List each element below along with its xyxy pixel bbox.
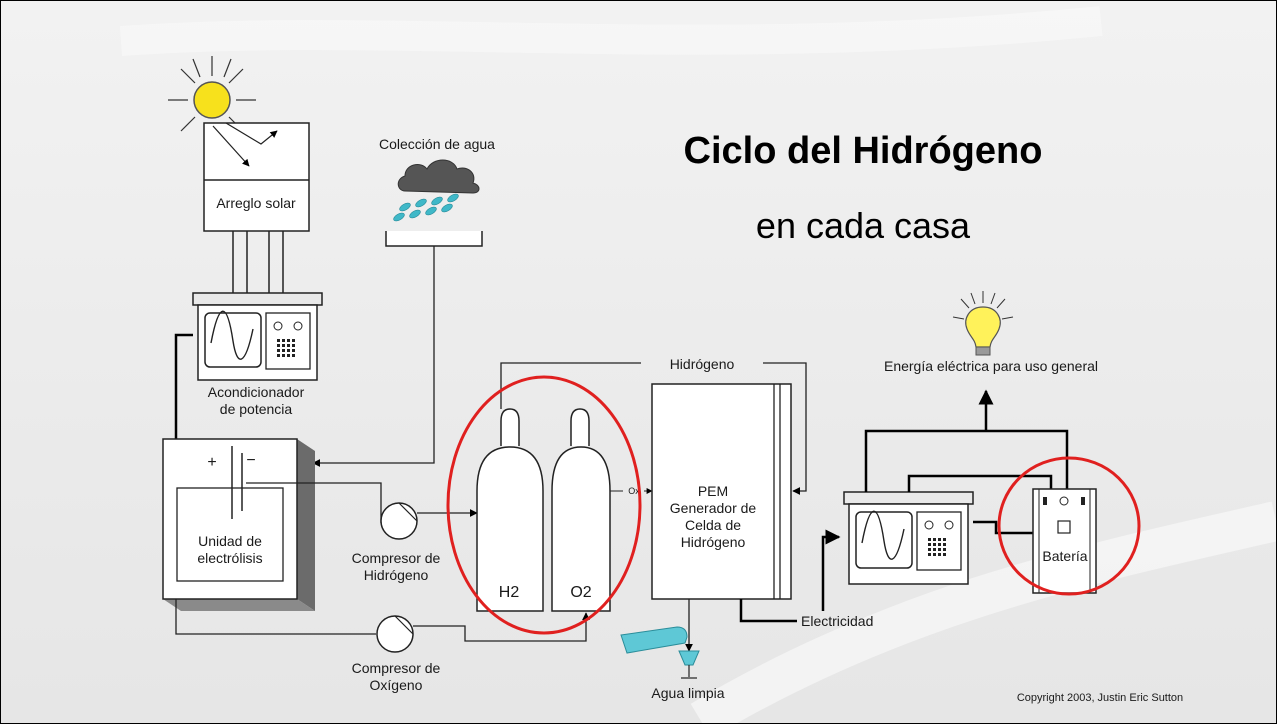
- water-jug-icon: [620, 626, 700, 679]
- electricity-label: Electricidad: [801, 613, 873, 629]
- hydrogen-compressor-label-line2: Hidrógeno: [364, 567, 429, 583]
- solar-array: Arreglo solar: [203, 122, 310, 232]
- highlight-circle-battery: [997, 456, 1141, 596]
- h2-tank-label: H2: [499, 584, 520, 601]
- pem-fuel-cell: PEM Generador de Celda de Hidrógeno: [651, 383, 792, 600]
- rain-cloud-icon: [393, 159, 480, 222]
- hydrogen-compressor: Compresor de Hidrógeno: [352, 502, 441, 583]
- electrolysis-minus: −: [246, 452, 255, 469]
- oxygen-compressor-label-line2: Oxígeno: [370, 677, 423, 693]
- ox-label: Ox: [628, 486, 640, 496]
- light-bulb-icon: [952, 291, 1014, 356]
- solar-array-label: Arreglo solar: [216, 195, 296, 211]
- clean-water-label: Agua limpia: [651, 685, 724, 701]
- power-conditioner-label-line1: Acondicionador: [208, 384, 305, 400]
- slide-title: Ciclo del Hidrógeno: [684, 130, 1043, 172]
- hydrogen-compressor-label-line1: Compresor de: [352, 550, 441, 566]
- h2-tank: H2: [476, 408, 544, 612]
- general-use-label: Energía eléctrica para uso general: [884, 358, 1098, 374]
- power-conditioner-label-line2: de potencia: [220, 401, 293, 417]
- oscilloscope-icon: [855, 510, 913, 569]
- pem-label-line2: Generador de: [670, 500, 757, 516]
- o2-tank-label: O2: [570, 584, 591, 601]
- battery: Batería: [1032, 488, 1097, 594]
- hydrogen-line-label: Hidrógeno: [670, 356, 735, 372]
- oscilloscope-icon: [204, 310, 262, 368]
- pem-label-line4: Hidrógeno: [681, 534, 746, 550]
- oxygen-compressor-label-line1: Compresor de: [352, 660, 441, 676]
- water-collection-label: Colección de agua: [379, 136, 495, 152]
- copyright-text: Copyright 2003, Justin Eric Sutton: [1017, 692, 1183, 704]
- slide-subtitle: en cada casa: [756, 205, 971, 246]
- pem-label-line1: PEM: [698, 483, 728, 499]
- power-conditioner-right: [843, 491, 974, 585]
- highlight-circle-tanks: [446, 375, 642, 635]
- pem-label-line3: Celda de: [685, 517, 741, 533]
- electrolysis-label-line2: electrólisis: [197, 550, 262, 566]
- electrolysis-label-line1: Unidad de: [198, 533, 262, 549]
- o2-tank: O2: [551, 408, 611, 612]
- power-conditioner-left: Acondicionador de potencia: [192, 292, 323, 417]
- electrolysis-unit: + − Unidad de electrólisis: [162, 438, 315, 611]
- battery-label: Batería: [1042, 548, 1087, 564]
- oxygen-compressor: Compresor de Oxígeno: [352, 615, 441, 693]
- electrolysis-plus: +: [207, 454, 216, 471]
